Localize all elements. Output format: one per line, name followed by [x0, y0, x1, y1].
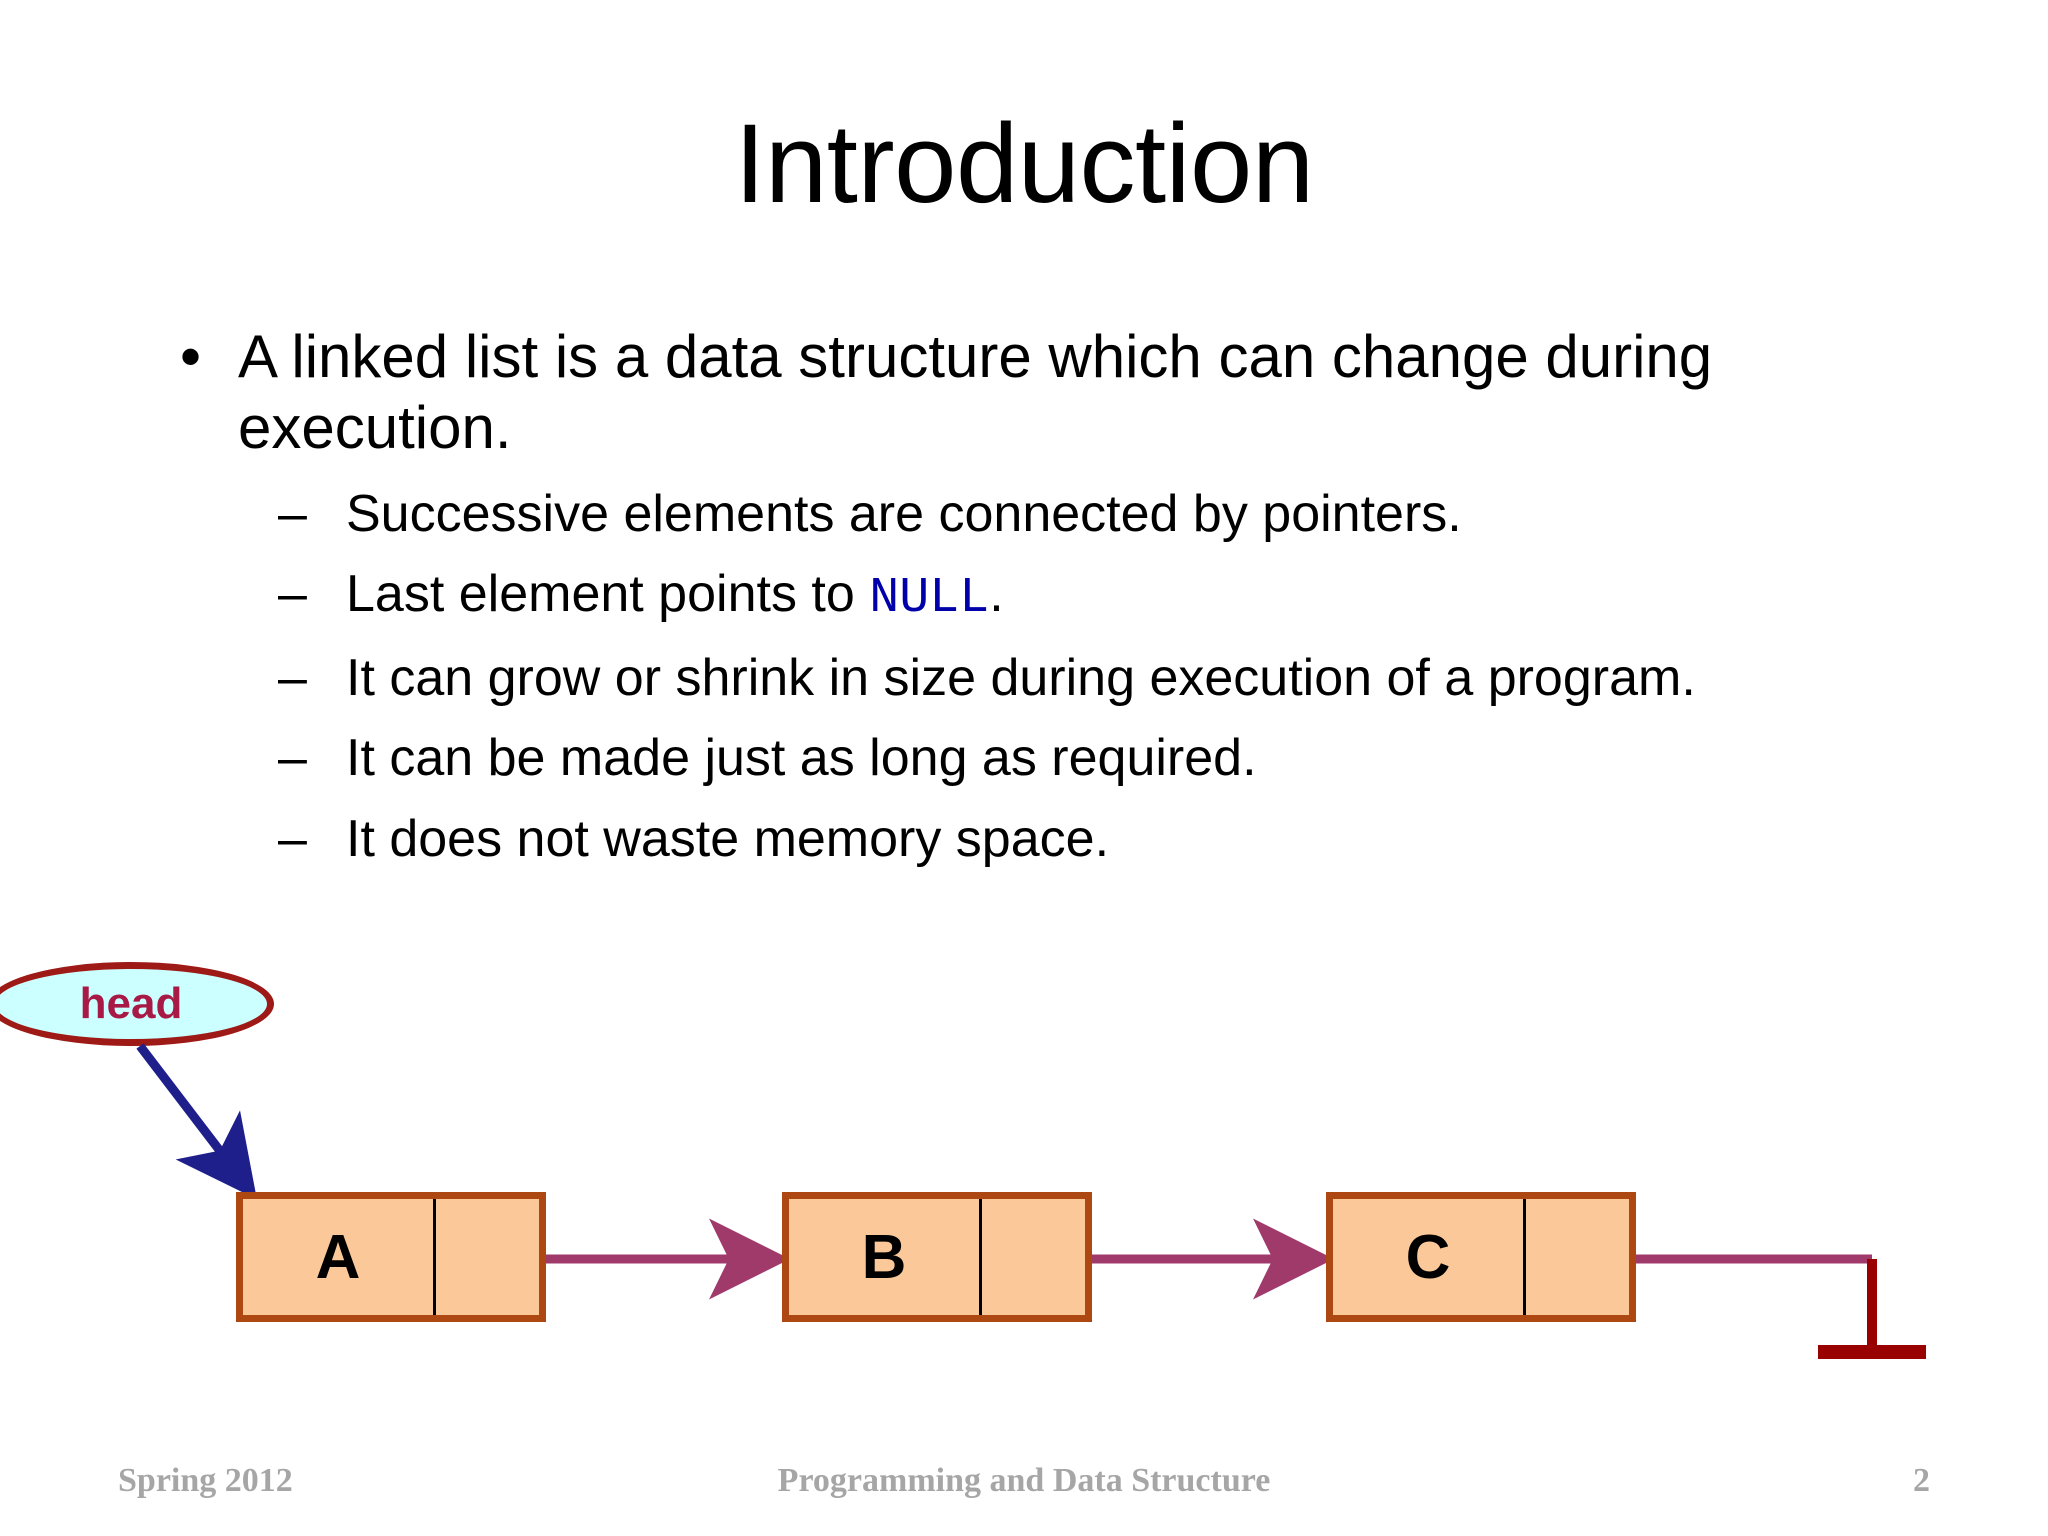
slide-body: • A linked list is a data structure whic…	[150, 322, 1940, 869]
bullet-level2-text: Successive elements are connected by poi…	[346, 484, 1462, 543]
linked-list-node-a: A	[236, 1192, 546, 1322]
bullet-dash-icon: –	[278, 484, 307, 543]
bullet-level2-item: – It can be made just as long as require…	[150, 728, 1940, 788]
bullet-level2-item: – Successive elements are connected by p…	[150, 484, 1940, 544]
bullet-level1-text: A linked list is a data structure which …	[238, 323, 1713, 461]
footer-course-title: Programming and Data Structure	[777, 1462, 1271, 1499]
linked-list-node-c: C	[1326, 1192, 1636, 1322]
bullet-dash-icon: –	[278, 809, 307, 868]
bullet-level2-item: – It does not waste memory space.	[150, 809, 1940, 869]
footer-page-number: 2	[1913, 1462, 1930, 1499]
bullet-dash-icon: –	[278, 648, 307, 707]
code-keyword-null: NULL	[869, 569, 990, 627]
bullet-dash-icon: –	[278, 564, 307, 623]
slide-footer: Spring 2012 Programming and Data Structu…	[0, 1462, 2048, 1512]
head-pointer-ellipse: head	[0, 962, 274, 1046]
node-b-value: B	[861, 1222, 907, 1292]
node-c-divider	[1523, 1199, 1526, 1315]
node-b-divider	[979, 1199, 982, 1315]
head-to-node-a-arrow	[136, 1043, 257, 1200]
bullet-level2-item: – Last element points to NULL.	[150, 564, 1940, 628]
node-c-value: C	[1405, 1222, 1451, 1292]
page-title: Introduction	[734, 101, 1314, 226]
bullet-dot-icon: •	[180, 323, 202, 390]
bullet-level2-text: It can grow or shrink in size during exe…	[346, 648, 1696, 707]
node-a-divider	[433, 1199, 436, 1315]
head-pointer-label: head	[79, 979, 183, 1028]
bullet-dash-icon: –	[278, 729, 307, 788]
linked-list-node-b: B	[782, 1192, 1092, 1322]
bullet-level2-text: It does not waste memory space.	[346, 809, 1110, 868]
bullet-level2-item: – It can grow or shrink in size during e…	[150, 648, 1940, 708]
bullet-level2-text-suffix: .	[989, 564, 1004, 623]
bullet-level1-item: • A linked list is a data structure whic…	[150, 322, 1940, 464]
bullet-level2-text-prefix: Last element points to	[346, 564, 870, 623]
bullet-level2-text: It can be made just as long as required.	[346, 729, 1257, 788]
node-a-value: A	[315, 1222, 361, 1292]
footer-term: Spring 2012	[118, 1462, 293, 1499]
